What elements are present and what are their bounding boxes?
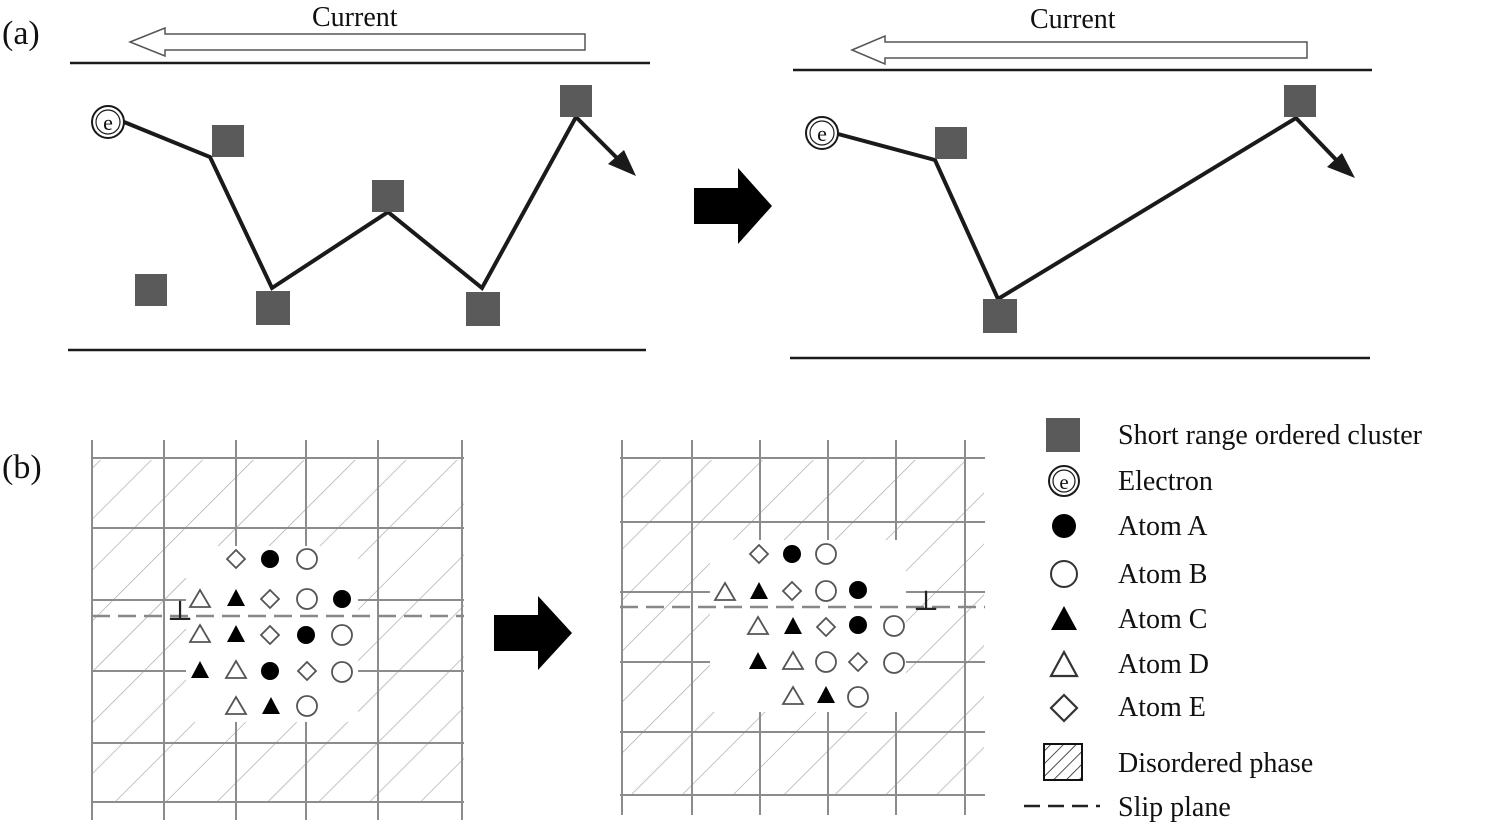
atom-b	[296, 695, 318, 717]
sro-cluster	[935, 127, 967, 159]
electron-glyph: e	[103, 110, 113, 135]
lattice-right: ⊥	[620, 440, 985, 815]
atom-a	[783, 545, 801, 563]
atom-b	[815, 580, 837, 602]
electron-glyph: e	[1059, 470, 1068, 494]
legend-atom-a-symbol	[1052, 514, 1076, 538]
sro-cluster	[983, 299, 1017, 333]
atom-b	[296, 588, 318, 610]
atom-c	[749, 652, 767, 669]
electron-right: e	[805, 116, 839, 150]
electron-path-arrowhead-right	[1327, 153, 1355, 178]
panel-a-label: (a)	[2, 15, 40, 52]
atom-d	[188, 623, 212, 643]
legend-cluster-label: Short range ordered cluster	[1118, 420, 1423, 451]
atom-d	[188, 588, 212, 608]
panel-b-label: (b)	[2, 449, 42, 486]
atom-b	[883, 615, 905, 637]
atom-c	[227, 589, 245, 606]
atom-d	[781, 685, 805, 705]
atom-d	[781, 650, 805, 670]
atom-e	[815, 616, 837, 638]
sro-cluster	[560, 85, 592, 117]
atom-d	[713, 581, 737, 601]
atom-b	[815, 651, 837, 673]
legend-cluster-swatch	[1046, 418, 1080, 452]
atom-b	[296, 548, 318, 570]
current-arrow-right	[850, 34, 1308, 66]
atom-e	[847, 651, 869, 673]
sro-cluster	[212, 125, 244, 157]
legend-atom-d-label: Atom D	[1118, 649, 1209, 680]
atom-e	[781, 580, 803, 602]
electron-glyph: e	[817, 121, 827, 146]
atom-e	[296, 660, 318, 682]
atom-c	[817, 686, 835, 703]
atom-b	[331, 624, 353, 646]
atom-d	[746, 615, 770, 635]
dislocation-symbol-left: ⊥	[167, 596, 193, 627]
atom-a	[849, 616, 867, 634]
legend-atom-b-symbol	[1050, 560, 1078, 588]
legend-disordered-swatch	[1043, 743, 1083, 781]
atom-c	[750, 582, 768, 599]
atom-c	[227, 625, 245, 642]
panel-a-left: Current e	[68, 2, 650, 352]
electron-left: e	[91, 105, 125, 139]
sro-cluster	[1284, 85, 1316, 117]
atom-b	[331, 661, 353, 683]
atom-d	[224, 695, 248, 715]
atom-a	[297, 626, 315, 644]
atom-b	[847, 686, 869, 708]
legend-atom-c-symbol	[1051, 606, 1077, 630]
legend-atom-d-symbol	[1049, 649, 1079, 678]
atom-a	[261, 550, 279, 568]
legend-atom-c-label: Atom C	[1118, 604, 1207, 635]
legend-electron-symbol: e	[1048, 465, 1080, 497]
legend-disordered-label: Disordered phase	[1118, 748, 1313, 779]
current-arrow-left	[127, 26, 586, 58]
legend-atom-a-label: Atom A	[1118, 511, 1208, 542]
atom-c	[262, 697, 280, 714]
transition-arrow-b	[494, 596, 572, 670]
legend: Short range ordered cluster e Electron A…	[1024, 418, 1423, 823]
dislocation-symbol-right: ⊥	[913, 586, 939, 617]
sro-cluster	[135, 274, 167, 306]
current-label-left: Current	[312, 2, 398, 33]
legend-atom-e-label: Atom E	[1118, 692, 1206, 723]
atom-e	[748, 543, 770, 565]
atom-b	[883, 652, 905, 674]
electron-path-arrowhead-left	[608, 150, 636, 176]
transition-arrow-a	[694, 168, 772, 244]
atom-e	[225, 548, 247, 570]
legend-atom-e-symbol	[1049, 693, 1079, 723]
sro-cluster	[466, 292, 500, 326]
atom-b	[815, 543, 837, 565]
legend-electron-label: Electron	[1118, 466, 1213, 497]
atom-d	[224, 659, 248, 679]
atom-e	[259, 624, 281, 646]
legend-slip-label: Slip plane	[1118, 792, 1231, 823]
sro-cluster	[372, 180, 404, 212]
atom-a	[849, 581, 867, 599]
sro-cluster	[256, 291, 290, 325]
atom-a	[261, 662, 279, 680]
electron-path-right	[837, 115, 1346, 302]
atom-c	[191, 661, 209, 678]
atom-a	[333, 590, 351, 608]
lattice-left: ⊥	[91, 440, 464, 820]
panel-a-right: Current e	[790, 4, 1372, 360]
legend-atom-b-label: Atom B	[1118, 559, 1207, 590]
atom-e	[259, 588, 281, 610]
atom-c	[784, 617, 802, 634]
current-label-right: Current	[1030, 4, 1116, 35]
